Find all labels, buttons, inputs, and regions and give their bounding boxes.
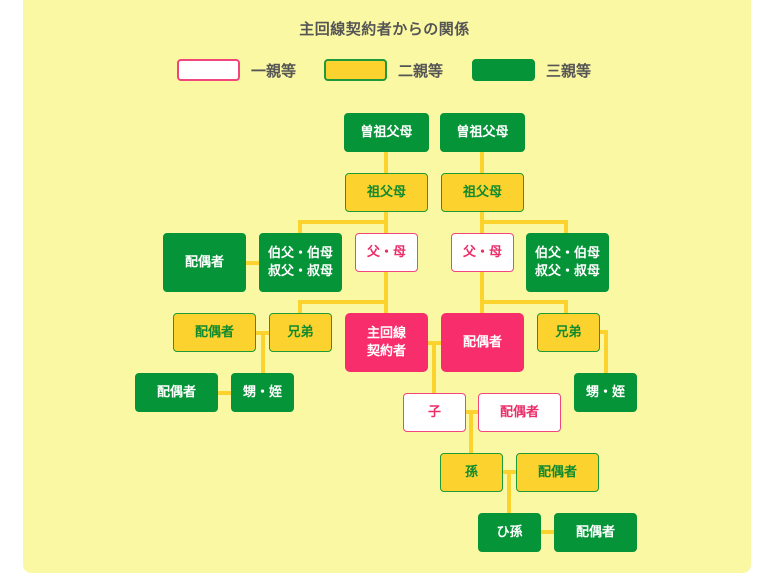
connector-line bbox=[604, 330, 608, 374]
legend-label: 三親等 bbox=[546, 61, 592, 80]
node-child: 子 bbox=[403, 393, 466, 432]
connector-line bbox=[564, 300, 568, 314]
connector-line bbox=[432, 341, 436, 394]
node-sibling-spouse-left: 配偶者 bbox=[173, 313, 256, 352]
node-parents-left: 父・母 bbox=[355, 233, 418, 272]
node-sibling-right: 兄弟 bbox=[537, 313, 600, 352]
connector-line bbox=[480, 220, 568, 224]
connector-line bbox=[261, 331, 265, 374]
node-spouse: 配偶者 bbox=[441, 313, 524, 372]
legend-first-degree: 一親等 bbox=[177, 59, 296, 81]
diagram-title: 主回線契約者からの関係 bbox=[299, 20, 470, 38]
node-nephew-niece-left: 甥・姪 bbox=[231, 373, 294, 412]
legend-label: 二親等 bbox=[398, 61, 444, 80]
connector-line bbox=[480, 300, 568, 304]
node-grandparents-right: 祖父母 bbox=[441, 173, 524, 212]
connector-line bbox=[246, 261, 260, 265]
legend-second-degree: 二親等 bbox=[324, 59, 443, 81]
node-uncle-aunt-spouse-left: 配偶者 bbox=[163, 233, 246, 292]
connector-line bbox=[469, 410, 473, 454]
legend-label: 一親等 bbox=[251, 61, 297, 80]
node-grandchild-spouse: 配偶者 bbox=[516, 453, 599, 492]
legend-swatch-second-degree bbox=[324, 59, 387, 81]
node-nephew-niece-spouse-left: 配偶者 bbox=[135, 373, 218, 412]
node-great-grandchild: ひ孫 bbox=[478, 513, 541, 552]
node-sibling-left: 兄弟 bbox=[269, 313, 332, 352]
node-nephew-niece-right: 甥・姪 bbox=[574, 373, 637, 412]
node-great-grandchild-spouse: 配偶者 bbox=[554, 513, 637, 552]
node-great-grandparents-right: 曽祖父母 bbox=[440, 113, 525, 152]
connector-line bbox=[298, 300, 302, 314]
node-grandchild: 孫 bbox=[440, 453, 503, 492]
node-great-grandparents-left: 曽祖父母 bbox=[344, 113, 429, 152]
connector-line bbox=[298, 300, 388, 304]
node-parents-right: 父・母 bbox=[451, 233, 514, 272]
node-grandparents-left: 祖父母 bbox=[345, 173, 428, 212]
node-uncle-aunt-right: 伯父・伯母 叔父・叔母 bbox=[526, 233, 609, 292]
connector-line bbox=[298, 220, 388, 224]
connector-line bbox=[507, 470, 511, 514]
connector-line bbox=[564, 220, 568, 234]
node-uncle-aunt-left: 伯父・伯母 叔父・叔母 bbox=[259, 233, 342, 292]
node-child-spouse: 配偶者 bbox=[478, 393, 561, 432]
connector-line bbox=[298, 220, 302, 234]
node-main-contractor: 主回線 契約者 bbox=[345, 313, 428, 372]
connector-line bbox=[541, 530, 555, 534]
connector-line bbox=[218, 391, 232, 395]
legend-swatch-first-degree bbox=[177, 59, 240, 81]
legend-swatch-third-degree bbox=[472, 59, 535, 81]
legend-third-degree: 三親等 bbox=[472, 59, 591, 81]
